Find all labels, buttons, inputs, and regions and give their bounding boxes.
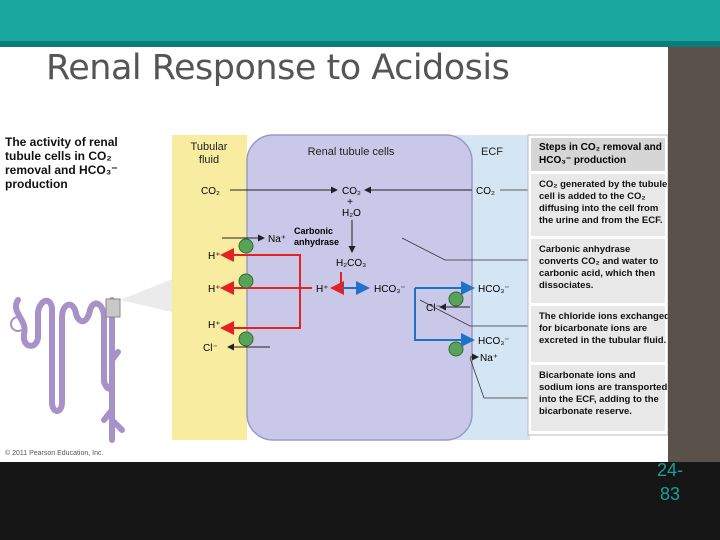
h-plus-fluid-label-3: H⁺: [208, 320, 221, 331]
h-plus-fluid-label-2: H⁺: [208, 284, 221, 295]
step-1-line-2: cell is added to the CO₂: [539, 191, 646, 202]
co2-tubular-label: CO₂: [201, 186, 220, 197]
step-2-line-4: dissociates.: [539, 280, 593, 291]
co2-cell-label: CO₂: [342, 186, 361, 197]
step-2-line-1: Carbonic anhydrase: [539, 244, 630, 255]
tubular-fluid-label-1: Tubular: [191, 141, 228, 153]
caption-line-1: The activity of renal: [5, 135, 118, 149]
diagram-svg: The activity of renal tubule cells in CO…: [5, 134, 670, 457]
hco3-cell-label: HCO₃⁻: [374, 284, 406, 295]
h2co3-label: H₂CO₃: [336, 258, 366, 269]
slide-number: 24- 83: [640, 458, 700, 506]
steps-header-line-2: HCO₃⁻ production: [539, 155, 626, 166]
caption-line-4: production: [5, 177, 68, 191]
steps-header-line-1: Steps in CO₂ removal and: [539, 142, 662, 153]
hco3-ecf-label-1: HCO₃⁻: [478, 284, 510, 295]
step-4-line-1: Bicarbonate ions and: [539, 370, 636, 381]
ecf-label: ECF: [481, 146, 503, 158]
right-edge-panel: [668, 47, 720, 462]
zoom-connector: [120, 276, 180, 314]
header-stripe: [0, 41, 720, 47]
hco3-transport-lines: [414, 287, 468, 341]
slide-number-line-1: 24-: [656, 460, 683, 480]
step-2-line-3: carbonic acid, which then: [539, 268, 655, 279]
na-ecf-label: Na⁺: [480, 353, 498, 364]
cl-h-cotransporter: [238, 331, 254, 347]
antiporter-na-h: [238, 238, 254, 254]
anhydrase-label: anhydrase: [294, 237, 339, 247]
h-pump: [238, 273, 254, 289]
steps-panel: Steps in CO₂ removal and HCO₃⁻ productio…: [527, 134, 670, 436]
na-hco3-cotransporter: [448, 341, 464, 357]
co2-ecf-label: CO₂: [476, 186, 495, 197]
cl-hco3-exchanger: [448, 291, 464, 307]
step-3-line-3: excreted in the tubular fluid.: [539, 335, 666, 346]
step-1-line-4: the urine and from the ECF.: [539, 215, 663, 226]
diagram-figure: The activity of renal tubule cells in CO…: [0, 125, 670, 462]
step-4-line-3: into the ECF, adding to the: [539, 394, 659, 405]
nephron-detail-box: [105, 298, 121, 318]
step-1-line-3: diffusing into the cell from: [539, 203, 658, 214]
leader-lines: [401, 189, 528, 399]
step-3-line-1: The chloride ions exchanged: [539, 311, 668, 322]
h-plus-secretion-lines: [228, 254, 312, 329]
renal-cells-label: Renal tubule cells: [308, 146, 395, 158]
na-cell-label: Na⁺: [268, 234, 286, 245]
cl-fluid-label: Cl⁻: [203, 343, 218, 354]
cl-cell-label: Cl⁻: [426, 303, 441, 314]
copyright-text: © 2011 Pearson Education, Inc.: [5, 449, 103, 457]
step-1-line-1: CO₂ generated by the tubule: [539, 179, 667, 190]
h-plus-fluid-label-1: H⁺: [208, 251, 221, 262]
plus-sign: +: [347, 197, 353, 208]
header-bar: [0, 0, 720, 47]
h2o-label: H₂O: [342, 208, 361, 219]
nephron-illustration: [10, 297, 125, 443]
caption-line-2: tubule cells in CO₂: [5, 149, 112, 163]
step-4-line-4: bicarbonate reserve.: [539, 406, 632, 417]
tubular-fluid-label-2: fluid: [199, 154, 219, 166]
footer-bar: [0, 462, 720, 540]
hco3-ecf-label-2: HCO₃⁻: [478, 336, 510, 347]
step-3-line-2: for bicarbonate ions are: [539, 323, 647, 334]
carbonic-label: Carbonic: [294, 226, 333, 236]
step-4-line-2: sodium ions are transported: [539, 382, 667, 393]
step-2-line-2: converts CO₂ and water to: [539, 256, 658, 267]
caption-line-3: removal and HCO₃⁻: [5, 163, 118, 177]
h-plus-cell-label: H⁺: [316, 284, 329, 295]
slide-title: Renal Response to Acidosis: [46, 48, 510, 88]
slide-number-line-2: 83: [659, 484, 681, 504]
